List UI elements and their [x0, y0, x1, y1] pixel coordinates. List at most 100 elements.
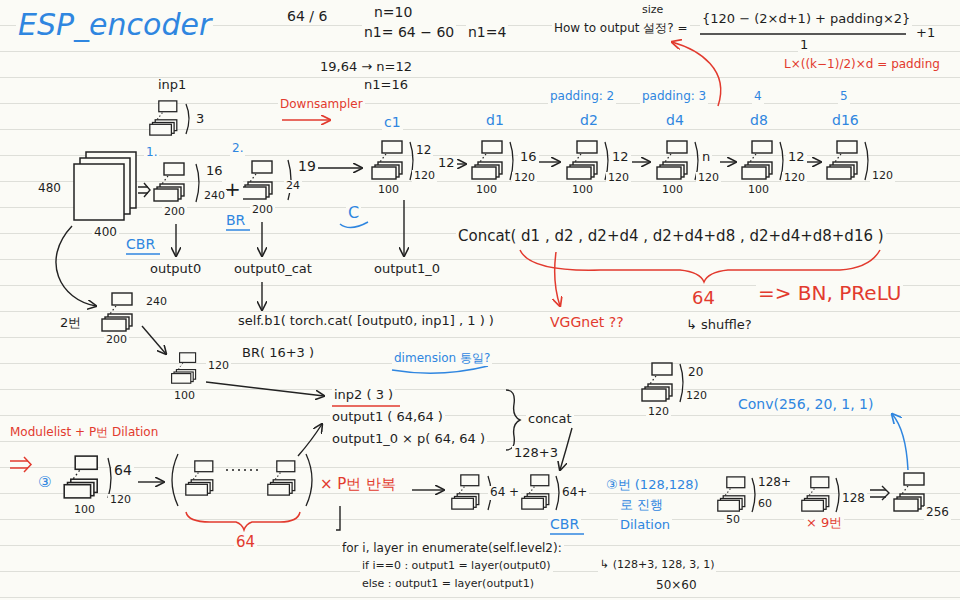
- sketch-note: else : output1 = layer(output1): [360, 578, 536, 591]
- sketch-note: 50: [724, 514, 742, 527]
- sketch-note: c1: [382, 114, 403, 130]
- sketch-note: 100: [660, 184, 685, 197]
- sketch-note: 200: [162, 206, 187, 219]
- sketch-note: 128+3: [512, 446, 560, 461]
- sketch-note: BR: [224, 212, 247, 228]
- sketch-note: output0_cat: [232, 262, 314, 277]
- sketch-note: 480: [36, 182, 63, 196]
- sketch-note: d8: [748, 112, 770, 128]
- sketch-note: CBR: [548, 516, 581, 532]
- sketch-note: 128: [840, 492, 867, 506]
- sketch-note: padding: 3: [640, 90, 708, 104]
- sketch-note: 5: [838, 90, 850, 104]
- sketch-note: Dilation: [618, 518, 672, 533]
- sketch-note: 로 진행: [618, 498, 665, 513]
- sketch-note: 64: [690, 288, 717, 309]
- sketch-note: 120: [696, 172, 721, 185]
- sketch-note: 19: [296, 158, 318, 174]
- sketch-note: d4: [664, 112, 686, 128]
- sketch-note: 12: [786, 150, 807, 165]
- sketch-note: 3: [194, 112, 206, 127]
- sketch-note: C: [346, 204, 361, 222]
- sketch-title: ESP_encoder: [16, 8, 213, 43]
- sketch-note: Modulelist + P번 Dilation: [8, 426, 160, 440]
- sketch-note: ③번 (128,128): [604, 478, 701, 493]
- sketch-note: 1: [798, 38, 810, 53]
- sketch-note: d1: [484, 112, 506, 128]
- sketch-note: 120: [108, 494, 133, 507]
- sketch-note: 64 / 6: [285, 8, 329, 24]
- sketch-note: 240: [144, 296, 169, 309]
- sketch-note: 120: [782, 172, 807, 185]
- sketch-note: +1: [914, 26, 937, 41]
- sketch-note: Downsampler: [278, 98, 365, 112]
- sketch-note: d2: [578, 112, 600, 128]
- sketch-note: 100: [72, 504, 97, 517]
- sketch-note: 100: [474, 184, 499, 197]
- sketch-note: => BN, PReLU: [756, 282, 903, 305]
- sketch-note: 120: [870, 170, 895, 183]
- sketch-note: 64+: [560, 486, 589, 500]
- sketch-note: 12: [436, 156, 457, 171]
- sketch-note: 100: [570, 184, 595, 197]
- sketch-note: CBR: [124, 236, 157, 252]
- sketch-note: 12: [414, 144, 433, 158]
- sketch-note: dimension 통일?: [392, 352, 492, 366]
- sketch-note: 120: [512, 172, 537, 185]
- sketch-note: n1=4: [466, 24, 508, 40]
- sketch-note: inp2 ( 3 ): [332, 388, 395, 403]
- sketch-note: for i, layer in enumerate(self.level2):: [340, 542, 564, 556]
- sketch-note: n1=16: [362, 78, 410, 93]
- sketch-note: 200: [104, 334, 129, 347]
- sketch-note: ↳ shuffle?: [684, 318, 754, 333]
- sketch-note: L×((k−1)/2)×d = padding: [782, 58, 942, 72]
- sketch-note: × P번 반복: [318, 476, 398, 493]
- sketch-note: How to output 설정? =: [552, 22, 690, 36]
- sketch-note: VGGnet ??: [548, 314, 626, 330]
- sketch-note: 1.: [144, 146, 159, 160]
- sketch-note: Conv(256, 20, 1, 1): [736, 396, 875, 412]
- sketch-note: ↳ (128+3, 128, 3, 1): [598, 559, 716, 572]
- sketch-note: inp1: [156, 78, 188, 93]
- sketch-note: 16: [204, 164, 225, 179]
- sketch-note: × 9번: [804, 516, 844, 531]
- sketch-note: Concat( d1 , d2 , d2+d4 , d2+d4+d8 , d2+…: [456, 228, 886, 245]
- sketch-note: concat: [526, 412, 574, 427]
- sketch-note: 256: [924, 506, 951, 520]
- sketch-note: if i==0 : output1 = layer(output0): [360, 560, 553, 573]
- sketch-note: output0: [148, 262, 203, 277]
- sketch-note: 400: [92, 226, 119, 240]
- sketch-note: 120: [684, 390, 709, 403]
- sketch-note: 64: [234, 534, 257, 551]
- sketch-note: 128+: [756, 476, 793, 490]
- sketch-note: output1 ( 64,64 ): [330, 410, 445, 425]
- sketch-note: self.b1( torch.cat( [output0, inp1] , 1 …: [236, 314, 496, 329]
- sketch-note: 120: [412, 170, 437, 183]
- sketch-note: 19,64 → n=12: [318, 60, 414, 75]
- sketch-note: 240: [202, 190, 227, 203]
- sketch-note: 4: [752, 90, 764, 104]
- sketch-note: 60: [756, 498, 774, 511]
- sketch-note: BR( 16+3 ): [240, 346, 316, 361]
- sketch-note: 120: [646, 406, 671, 419]
- sketch-note: 2.: [230, 142, 245, 156]
- sketch-note: 50×60: [654, 579, 699, 593]
- sketch-note: 16: [518, 150, 539, 165]
- sketch-note: 64: [112, 462, 134, 478]
- sketch-note: 120: [606, 172, 631, 185]
- sketch-note: 200: [250, 204, 275, 217]
- sketch-note: 12: [610, 150, 631, 165]
- sketch-note: size: [640, 4, 665, 17]
- sketch-note: 100: [172, 390, 197, 403]
- sketch-note: 64 +: [488, 486, 521, 500]
- sketch-note: output1_0 × p( 64, 64 ): [330, 432, 487, 447]
- sketch-note: 2번: [58, 316, 83, 331]
- sketch-note: 100: [376, 184, 401, 197]
- sketch-note: padding: 2: [548, 90, 616, 104]
- sketch-note: 24: [284, 180, 302, 193]
- sketch-note: ③: [36, 474, 53, 491]
- sketch-note: output1_0: [372, 262, 442, 277]
- sketch-note: 100: [746, 184, 771, 197]
- sketch-note: 120: [206, 360, 231, 373]
